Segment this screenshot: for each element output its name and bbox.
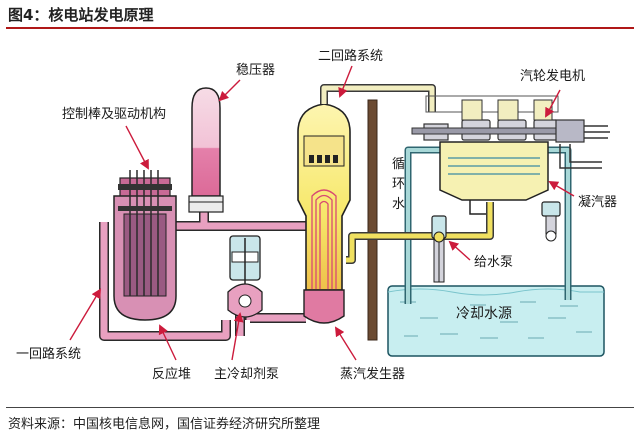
main-steam-pipe-fill — [321, 85, 435, 112]
title-divider — [6, 27, 634, 29]
label-arrows — [69, 65, 575, 361]
circulating-pump — [541, 201, 561, 242]
circulating-water-glyph: 循 — [392, 157, 408, 172]
arrow-pressurizer — [218, 79, 241, 102]
arrow-condenser — [548, 181, 575, 197]
arrow-primary-loop — [69, 288, 102, 341]
label-reactor: 反应堆 — [152, 366, 191, 382]
circulating-water-glyph: 水 — [392, 197, 408, 212]
main-coolant-pump — [227, 235, 263, 318]
figure-title: 图4：核电站发电原理 — [8, 6, 154, 24]
arrow-turbine-generator — [545, 89, 561, 118]
cooling-water-pool — [387, 285, 605, 357]
turbine-generator — [411, 95, 610, 169]
label-pressurizer: 稳压器 — [236, 62, 275, 78]
arrow-feedwater-pump — [448, 240, 471, 261]
arrow-reactor — [158, 324, 177, 361]
label-main-coolant-pump: 主冷却剂泵 — [214, 367, 279, 382]
label-circulating-water: 循环水 — [392, 157, 408, 212]
label-secondary-loop: 二回路系统 — [318, 48, 383, 64]
footer-divider — [6, 407, 634, 408]
reactor-vessel — [113, 170, 177, 321]
label-feedwater-pump: 给水泵 — [474, 255, 513, 270]
label-control-rods: 控制棒及驱动机构 — [62, 107, 166, 122]
source-note: 资料来源：中国核电信息网，国信证券经济研究所整理 — [8, 417, 321, 432]
label-turbine-generator: 汽轮发电机 — [520, 68, 585, 84]
feedwater-pipe-fill — [346, 202, 493, 263]
main-steam-pipe — [320, 84, 436, 112]
circulating-water-glyph: 环 — [392, 177, 408, 192]
steam-generator — [297, 103, 351, 324]
label-primary-loop: 一回路系统 — [16, 346, 81, 362]
pressurizer — [188, 87, 224, 213]
feedwater-pump — [431, 215, 447, 283]
arrow-secondary-loop — [338, 65, 353, 98]
circulating-water-wall — [367, 99, 378, 341]
label-condenser: 凝汽器 — [578, 194, 617, 210]
label-steam-generator: 蒸汽发生器 — [340, 366, 405, 382]
circulating-water-pipes-fill — [406, 148, 570, 304]
arrow-main-coolant-pump — [231, 312, 244, 361]
label-cooling-water-source: 冷却水源 — [456, 306, 512, 322]
arrow-control-rods — [125, 125, 149, 170]
arrow-steam-generator — [334, 326, 357, 361]
